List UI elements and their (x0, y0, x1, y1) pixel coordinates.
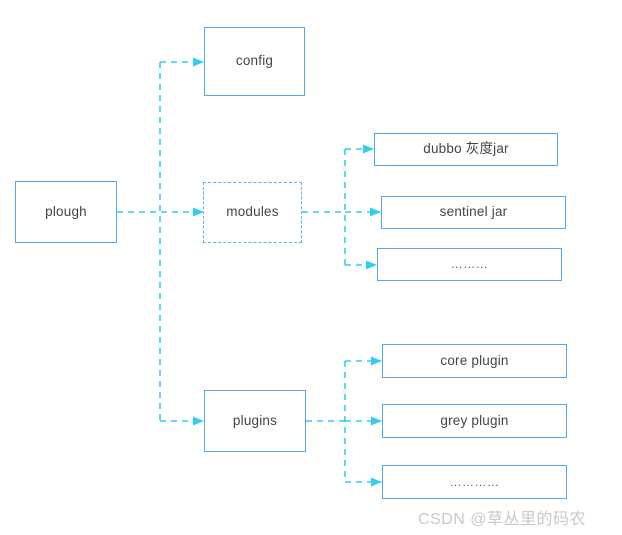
node-plugin-grey-label: grey plugin (440, 412, 509, 428)
node-plugins-label: plugins (232, 412, 278, 428)
node-module-more[interactable]: ……… (377, 248, 562, 281)
node-module-sentinel-label: sentinel jar (439, 204, 508, 220)
node-modules-label: modules (226, 204, 279, 220)
node-plugin-more-label: ………… (449, 474, 500, 489)
node-plough-label: plough (45, 203, 87, 219)
node-config[interactable]: config (204, 27, 305, 96)
node-plugin-core-label: core plugin (440, 352, 509, 368)
node-plugin-grey[interactable]: grey plugin (382, 404, 567, 438)
node-plugin-core[interactable]: core plugin (382, 344, 567, 378)
node-module-more-label: ……… (450, 257, 489, 272)
node-modules[interactable]: modules (203, 182, 302, 243)
node-plugin-more[interactable]: ………… (382, 465, 567, 499)
node-module-dubbo[interactable]: dubbo 灰度jar (374, 133, 558, 166)
node-module-sentinel[interactable]: sentinel jar (381, 196, 566, 229)
node-config-label: config (235, 53, 274, 69)
node-module-dubbo-label: dubbo 灰度jar (423, 141, 509, 157)
node-plugins[interactable]: plugins (204, 390, 306, 452)
node-plough[interactable]: plough (15, 181, 117, 243)
csdn-watermark: CSDN @草丛里的码农 (418, 511, 587, 528)
